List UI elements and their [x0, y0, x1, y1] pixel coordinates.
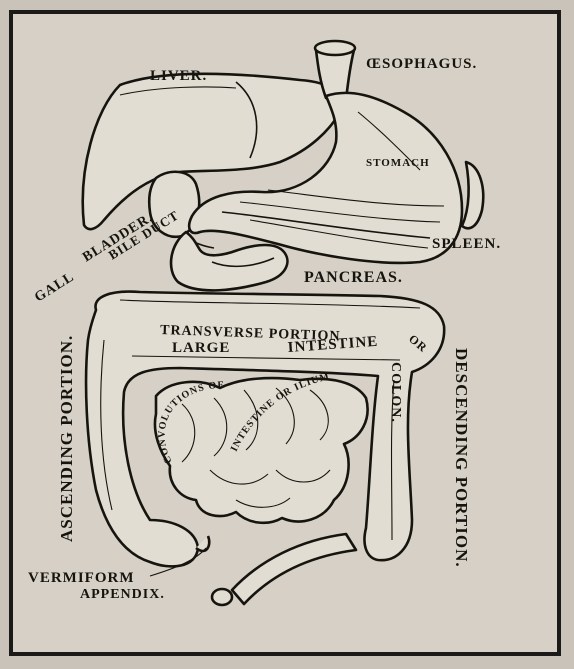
label-liver: LIVER. [150, 68, 207, 84]
label-spleen: SPLEEN. [432, 236, 501, 252]
spleen-organ [462, 162, 483, 228]
label-colon: COLON. [388, 362, 403, 423]
label-appendix: APPENDIX. [80, 587, 165, 602]
label-pancreas: PANCREAS. [304, 269, 403, 286]
rectum-organ [212, 534, 356, 605]
label-ascending-portion: ASCENDING PORTION. [57, 335, 76, 542]
label-gall: GALL [32, 270, 77, 306]
label-oesophagus: ŒSOPHAGUS. [366, 56, 477, 72]
label-large: LARGE [172, 340, 230, 356]
label-stomach: STOMACH [366, 157, 430, 169]
label-vermiform: VERMIFORM [28, 570, 135, 586]
label-descending-portion: DESCENDING PORTION. [452, 348, 471, 568]
